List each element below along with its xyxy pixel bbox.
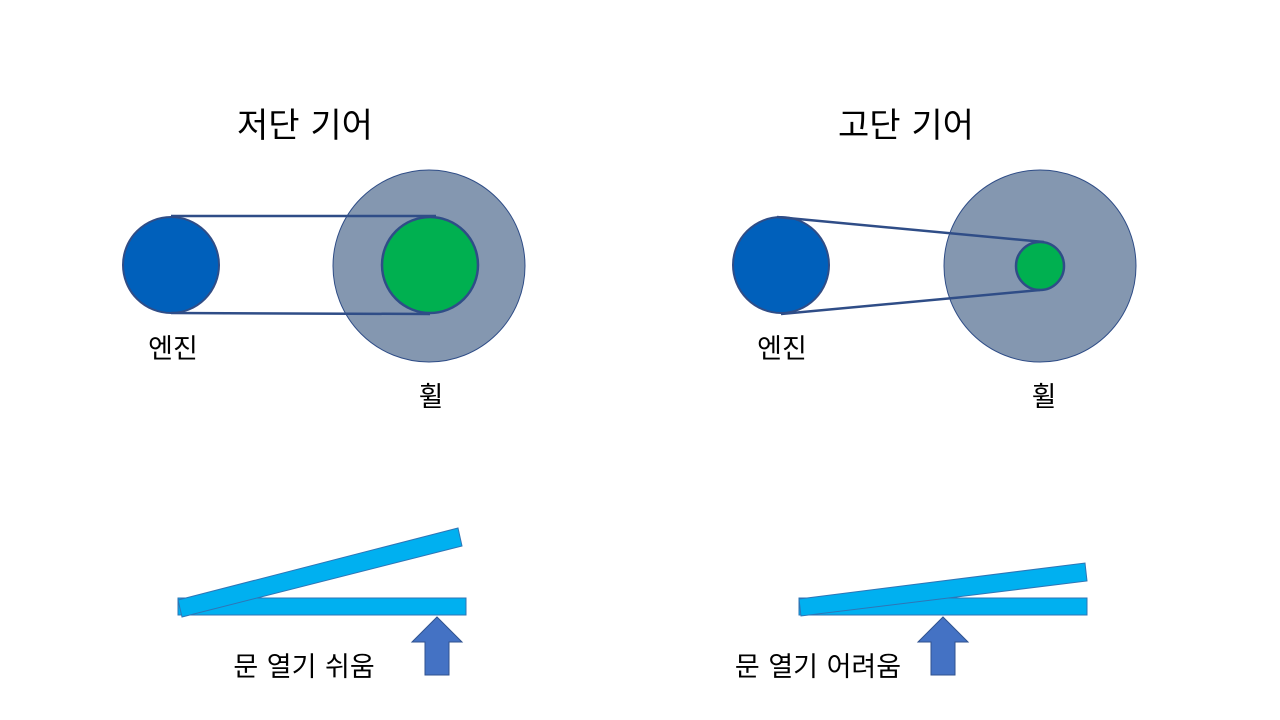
high-engine-label: 엔진 (757, 334, 807, 365)
low-engine-label: 엔진 (148, 334, 198, 365)
high-lever-arm (798, 562, 1088, 617)
high-push-arrow-icon (916, 616, 970, 676)
low-push-arrow-icon (410, 616, 464, 676)
high-wheel-pulley (1014, 240, 1066, 292)
low-lever-arm (177, 527, 463, 618)
low-gear-title: 저단 기어 (237, 106, 373, 146)
high-gear-panel: 고단 기어 엔진 휠 문 열기 어려움 (732, 106, 1137, 683)
high-wheel-label: 휠 (1032, 382, 1057, 413)
low-wheel-label: 휠 (419, 382, 444, 413)
low-caption: 문 열기 쉬움 (233, 652, 374, 683)
low-lever-base (177, 597, 467, 616)
low-belt-bottom (170, 311, 431, 316)
high-engine-pulley (732, 216, 830, 314)
high-caption: 문 열기 어려움 (735, 652, 901, 683)
low-engine-pulley (122, 216, 220, 314)
high-gear-title: 고단 기어 (838, 106, 974, 146)
high-belt-top (776, 215, 1045, 244)
low-gear-panel: 저단 기어 엔진 휠 문 열기 쉬움 (122, 106, 526, 683)
low-wheel-pulley (380, 215, 480, 315)
high-belt-bottom (780, 288, 1041, 316)
